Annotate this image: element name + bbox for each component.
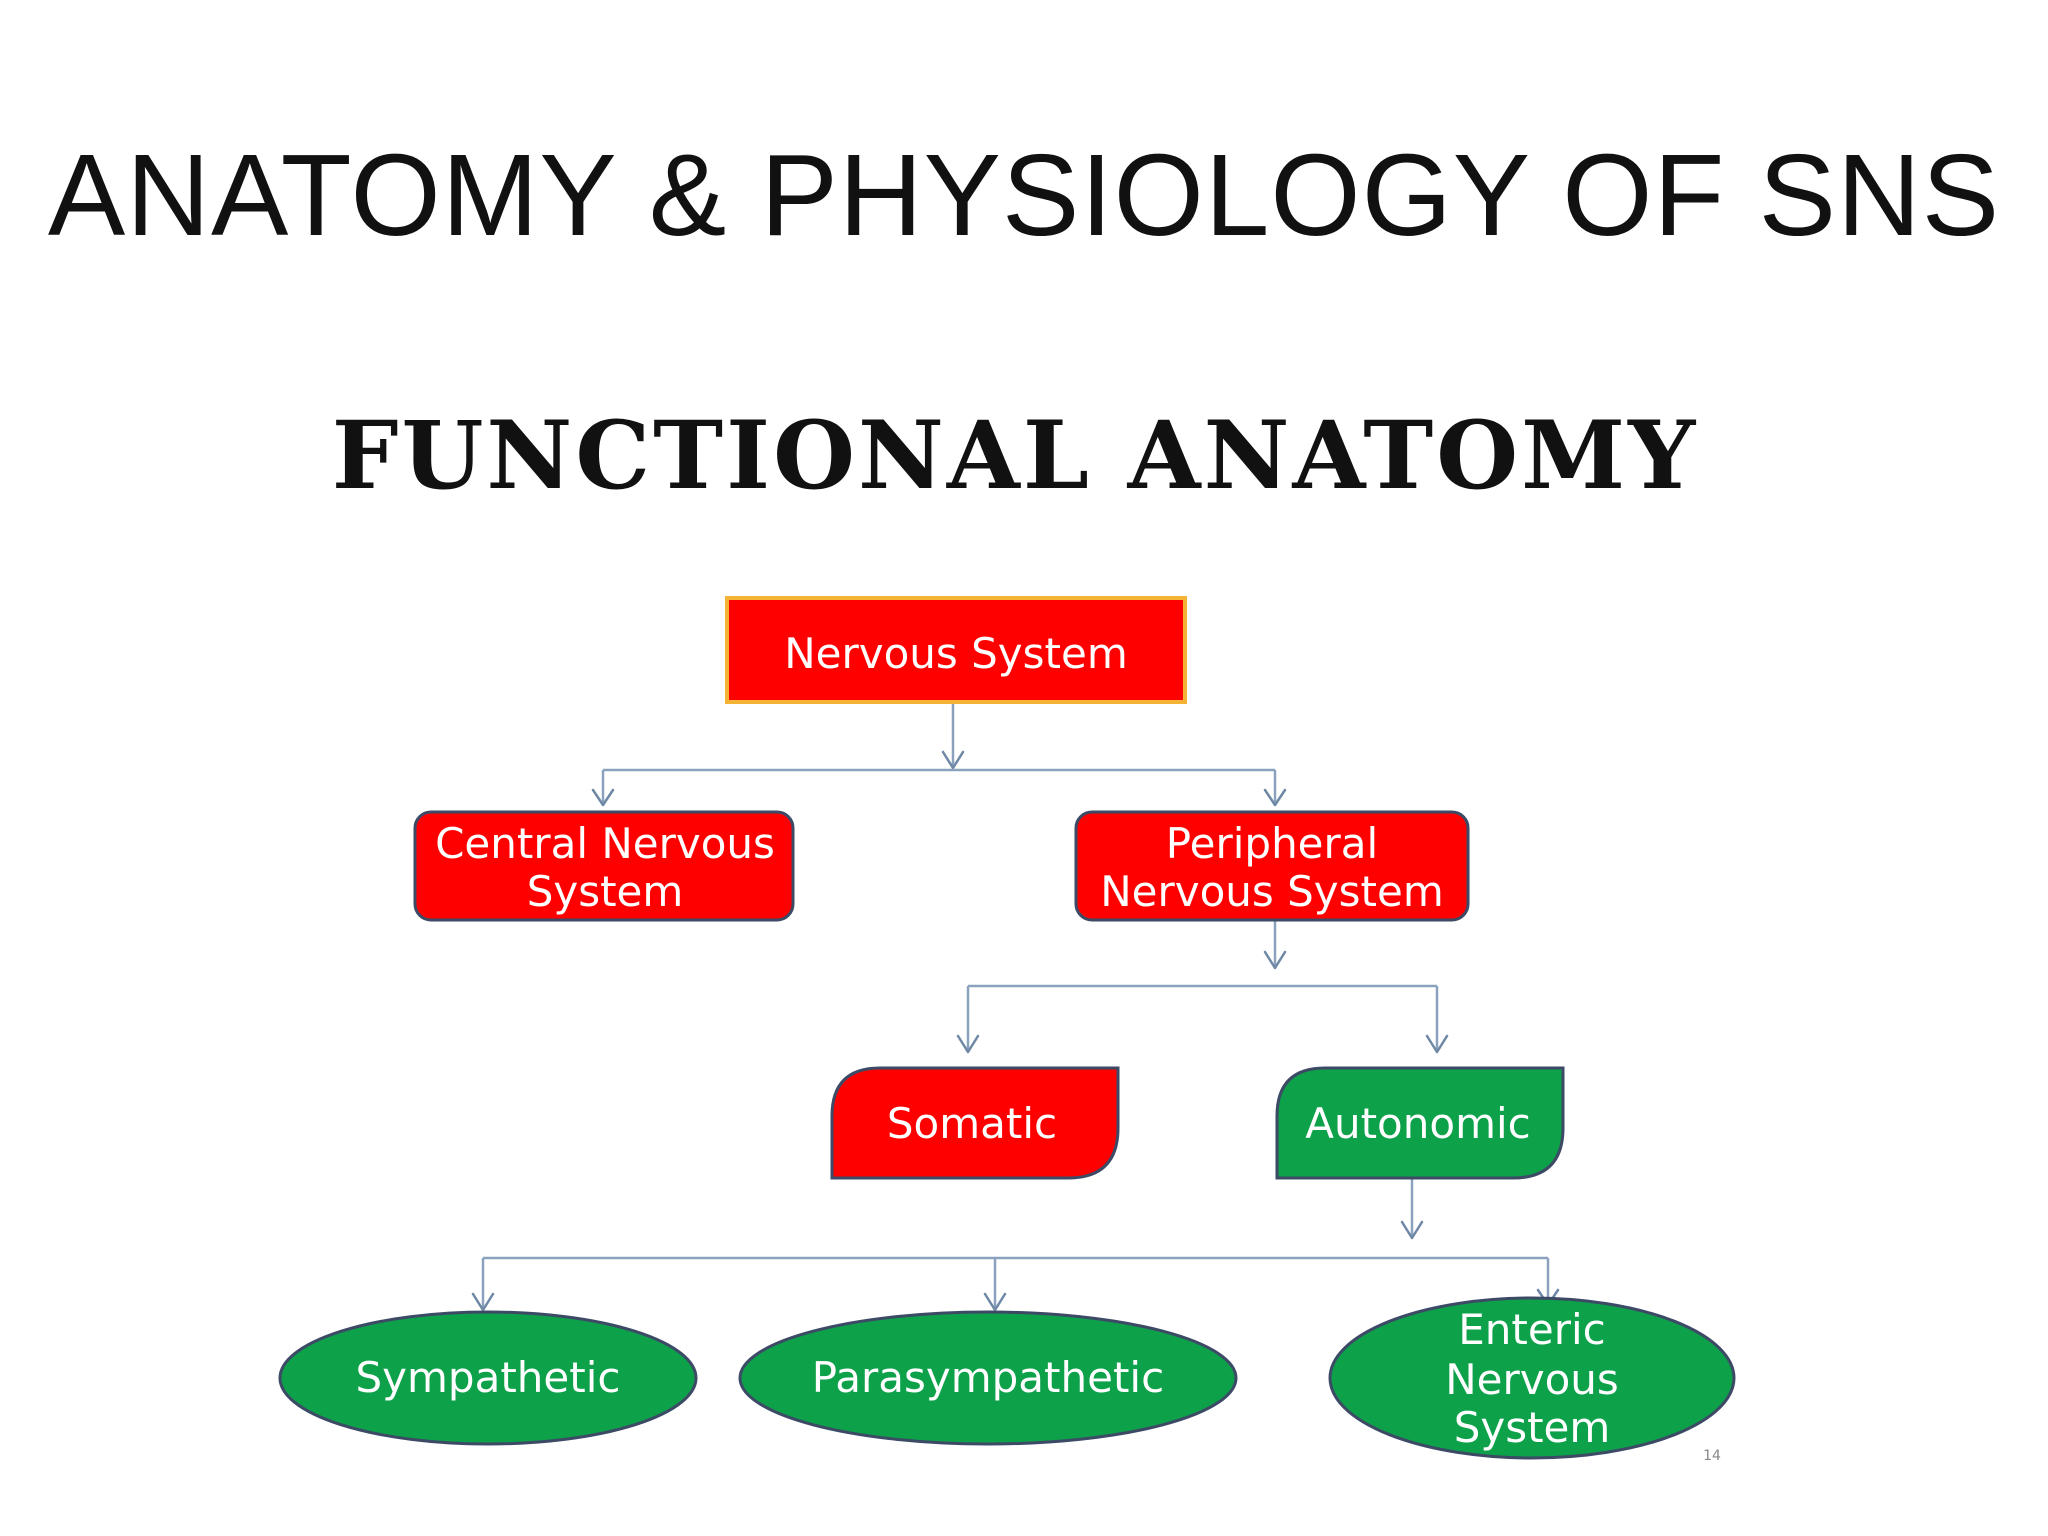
node-sympathetic-label: Sympathetic <box>356 1353 621 1402</box>
node-enteric-label-line1: Enteric <box>1458 1305 1606 1354</box>
node-peripheral-nervous-system: Peripheral Nervous System <box>1074 810 1470 922</box>
connector-pns-to-children <box>956 920 1449 1054</box>
node-pns-label-line1: Peripheral <box>1166 819 1378 868</box>
slide-title: ANATOMY & PHYSIOLOGY OF SNS <box>47 130 2001 260</box>
node-parasympathetic-label: Parasympathetic <box>812 1353 1164 1402</box>
connector-autonomic-to-children <box>471 1178 1560 1312</box>
node-cns-label-line2: System <box>527 867 684 916</box>
node-enteric-nervous-system: Enteric Nervous System <box>1328 1296 1736 1460</box>
node-autonomic: Autonomic <box>1275 1066 1565 1180</box>
node-sympathetic: Sympathetic <box>278 1310 698 1446</box>
node-parasympathetic: Parasympathetic <box>738 1310 1238 1446</box>
node-somatic-label: Somatic <box>887 1099 1057 1148</box>
node-enteric-label-line2: Nervous <box>1445 1355 1619 1404</box>
node-nervous-system-label: Nervous System <box>784 629 1128 678</box>
node-central-nervous-system: Central Nervous System <box>413 810 795 922</box>
node-somatic: Somatic <box>830 1066 1120 1180</box>
page-number: 14 <box>1703 1448 1721 1464</box>
node-autonomic-label: Autonomic <box>1305 1099 1531 1148</box>
node-cns-label-line1: Central Nervous <box>435 819 775 868</box>
connector-nervous-to-children <box>591 702 1287 807</box>
node-nervous-system: Nervous System <box>725 596 1187 704</box>
node-enteric-label-line3: System <box>1454 1403 1611 1452</box>
diagram-heading: FUNCTIONAL ANATOMY <box>332 401 1699 511</box>
node-pns-label-line2: Nervous System <box>1100 867 1444 916</box>
